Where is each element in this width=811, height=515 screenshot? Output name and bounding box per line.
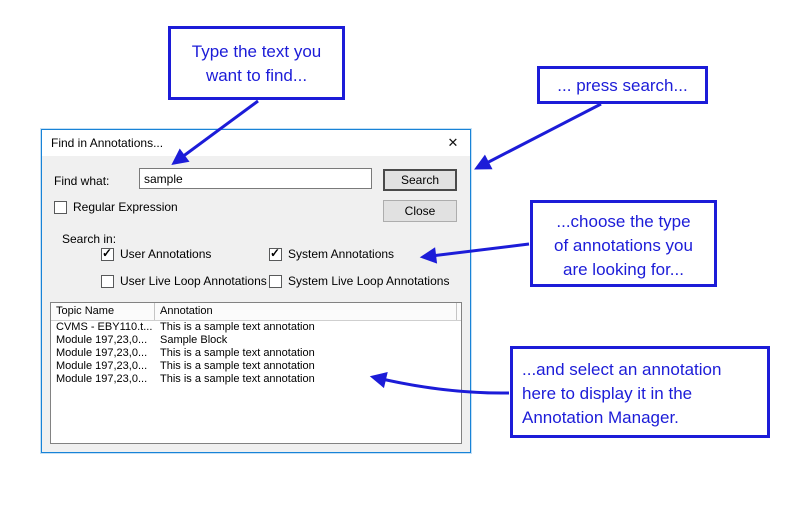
- callout-line: Type the text you: [191, 42, 322, 61]
- search-button[interactable]: Search: [383, 169, 457, 191]
- checkbox-icon[interactable]: [101, 274, 114, 288]
- dialog-title: Find in Annotations...: [51, 136, 164, 150]
- cell-topic: CVMS - EBY110.t...: [56, 321, 153, 333]
- checkbox-label: User Live Loop Annotations: [120, 274, 267, 288]
- list-item[interactable]: CVMS - EBY110.t... This is a sample text…: [51, 321, 461, 334]
- cell-topic: Module 197,23,0...: [56, 360, 148, 372]
- callout-press-search: ... press search...: [537, 66, 708, 104]
- arrow-to-search-button: [474, 102, 602, 170]
- column-header-topic-name[interactable]: Topic Name: [51, 303, 155, 320]
- annotation-results-list[interactable]: Topic Name Annotation CVMS - EBY110.t...…: [50, 302, 462, 444]
- find-in-annotations-dialog: Find in Annotations... ✕ Find what: Sear…: [41, 129, 471, 453]
- search-in-label: Search in:: [62, 232, 117, 246]
- checkbox-user-annotations[interactable]: ✓ User Annotations: [101, 245, 212, 261]
- cell-topic: Module 197,23,0...: [56, 373, 148, 385]
- list-item[interactable]: Module 197,23,0... This is a sample text…: [51, 347, 461, 360]
- cell-topic: Module 197,23,0...: [56, 334, 148, 346]
- callout-choose-type: ...choose the type of annotations you ar…: [530, 200, 717, 287]
- cell-annotation: Sample Block: [160, 334, 228, 346]
- find-what-input[interactable]: [139, 168, 372, 189]
- close-icon[interactable]: ✕: [447, 134, 459, 150]
- regex-checkbox-label: Regular Expression: [73, 200, 178, 214]
- checkbox-icon[interactable]: [269, 274, 282, 288]
- list-header: Topic Name Annotation: [51, 303, 461, 321]
- checkbox-system-live-loop-annotations[interactable]: System Live Loop Annotations: [269, 274, 449, 288]
- checkbox-label: User Annotations: [120, 247, 212, 261]
- list-item[interactable]: Module 197,23,0... This is a sample text…: [51, 360, 461, 373]
- dialog-titlebar[interactable]: Find in Annotations... ✕: [42, 130, 470, 156]
- list-item[interactable]: Module 197,23,0... This is a sample text…: [51, 373, 461, 386]
- cell-annotation: This is a sample text annotation: [160, 347, 315, 359]
- cell-topic: Module 197,23,0...: [56, 347, 148, 359]
- callout-line: ...choose the type: [556, 212, 691, 231]
- checkbox-icon[interactable]: ✓: [101, 245, 114, 261]
- callout-line: ...and select an annotation: [522, 360, 722, 379]
- checkbox-user-live-loop-annotations[interactable]: User Live Loop Annotations: [101, 274, 267, 288]
- checkbox-label: System Live Loop Annotations: [288, 274, 450, 288]
- callout-select-annotation: ...and select an annotation here to disp…: [510, 346, 770, 438]
- column-header-annotation[interactable]: Annotation: [155, 303, 457, 320]
- list-item[interactable]: Module 197,23,0... Sample Block: [51, 334, 461, 347]
- checkbox-label: System Annotations: [288, 247, 395, 261]
- callout-type-text: Type the text you want to find...: [168, 26, 345, 100]
- cell-annotation: This is a sample text annotation: [160, 373, 315, 385]
- regex-checkbox[interactable]: Regular Expression: [54, 200, 178, 214]
- callout-line: Annotation Manager.: [522, 408, 679, 427]
- checkbox-system-annotations[interactable]: ✓ System Annotations: [269, 245, 395, 261]
- column-header-filler: [457, 303, 462, 320]
- callout-line: are looking for...: [563, 260, 684, 279]
- callout-line: ... press search...: [557, 76, 688, 95]
- cell-annotation: This is a sample text annotation: [160, 321, 315, 333]
- checkbox-icon[interactable]: [54, 200, 67, 214]
- checkbox-icon[interactable]: ✓: [269, 245, 282, 261]
- close-button[interactable]: Close: [383, 200, 457, 222]
- callout-line: of annotations you: [554, 236, 693, 255]
- callout-line: here to display it in the: [522, 384, 693, 403]
- callout-line: want to find...: [205, 66, 308, 85]
- find-what-label: Find what:: [54, 174, 110, 188]
- cell-annotation: This is a sample text annotation: [160, 360, 315, 372]
